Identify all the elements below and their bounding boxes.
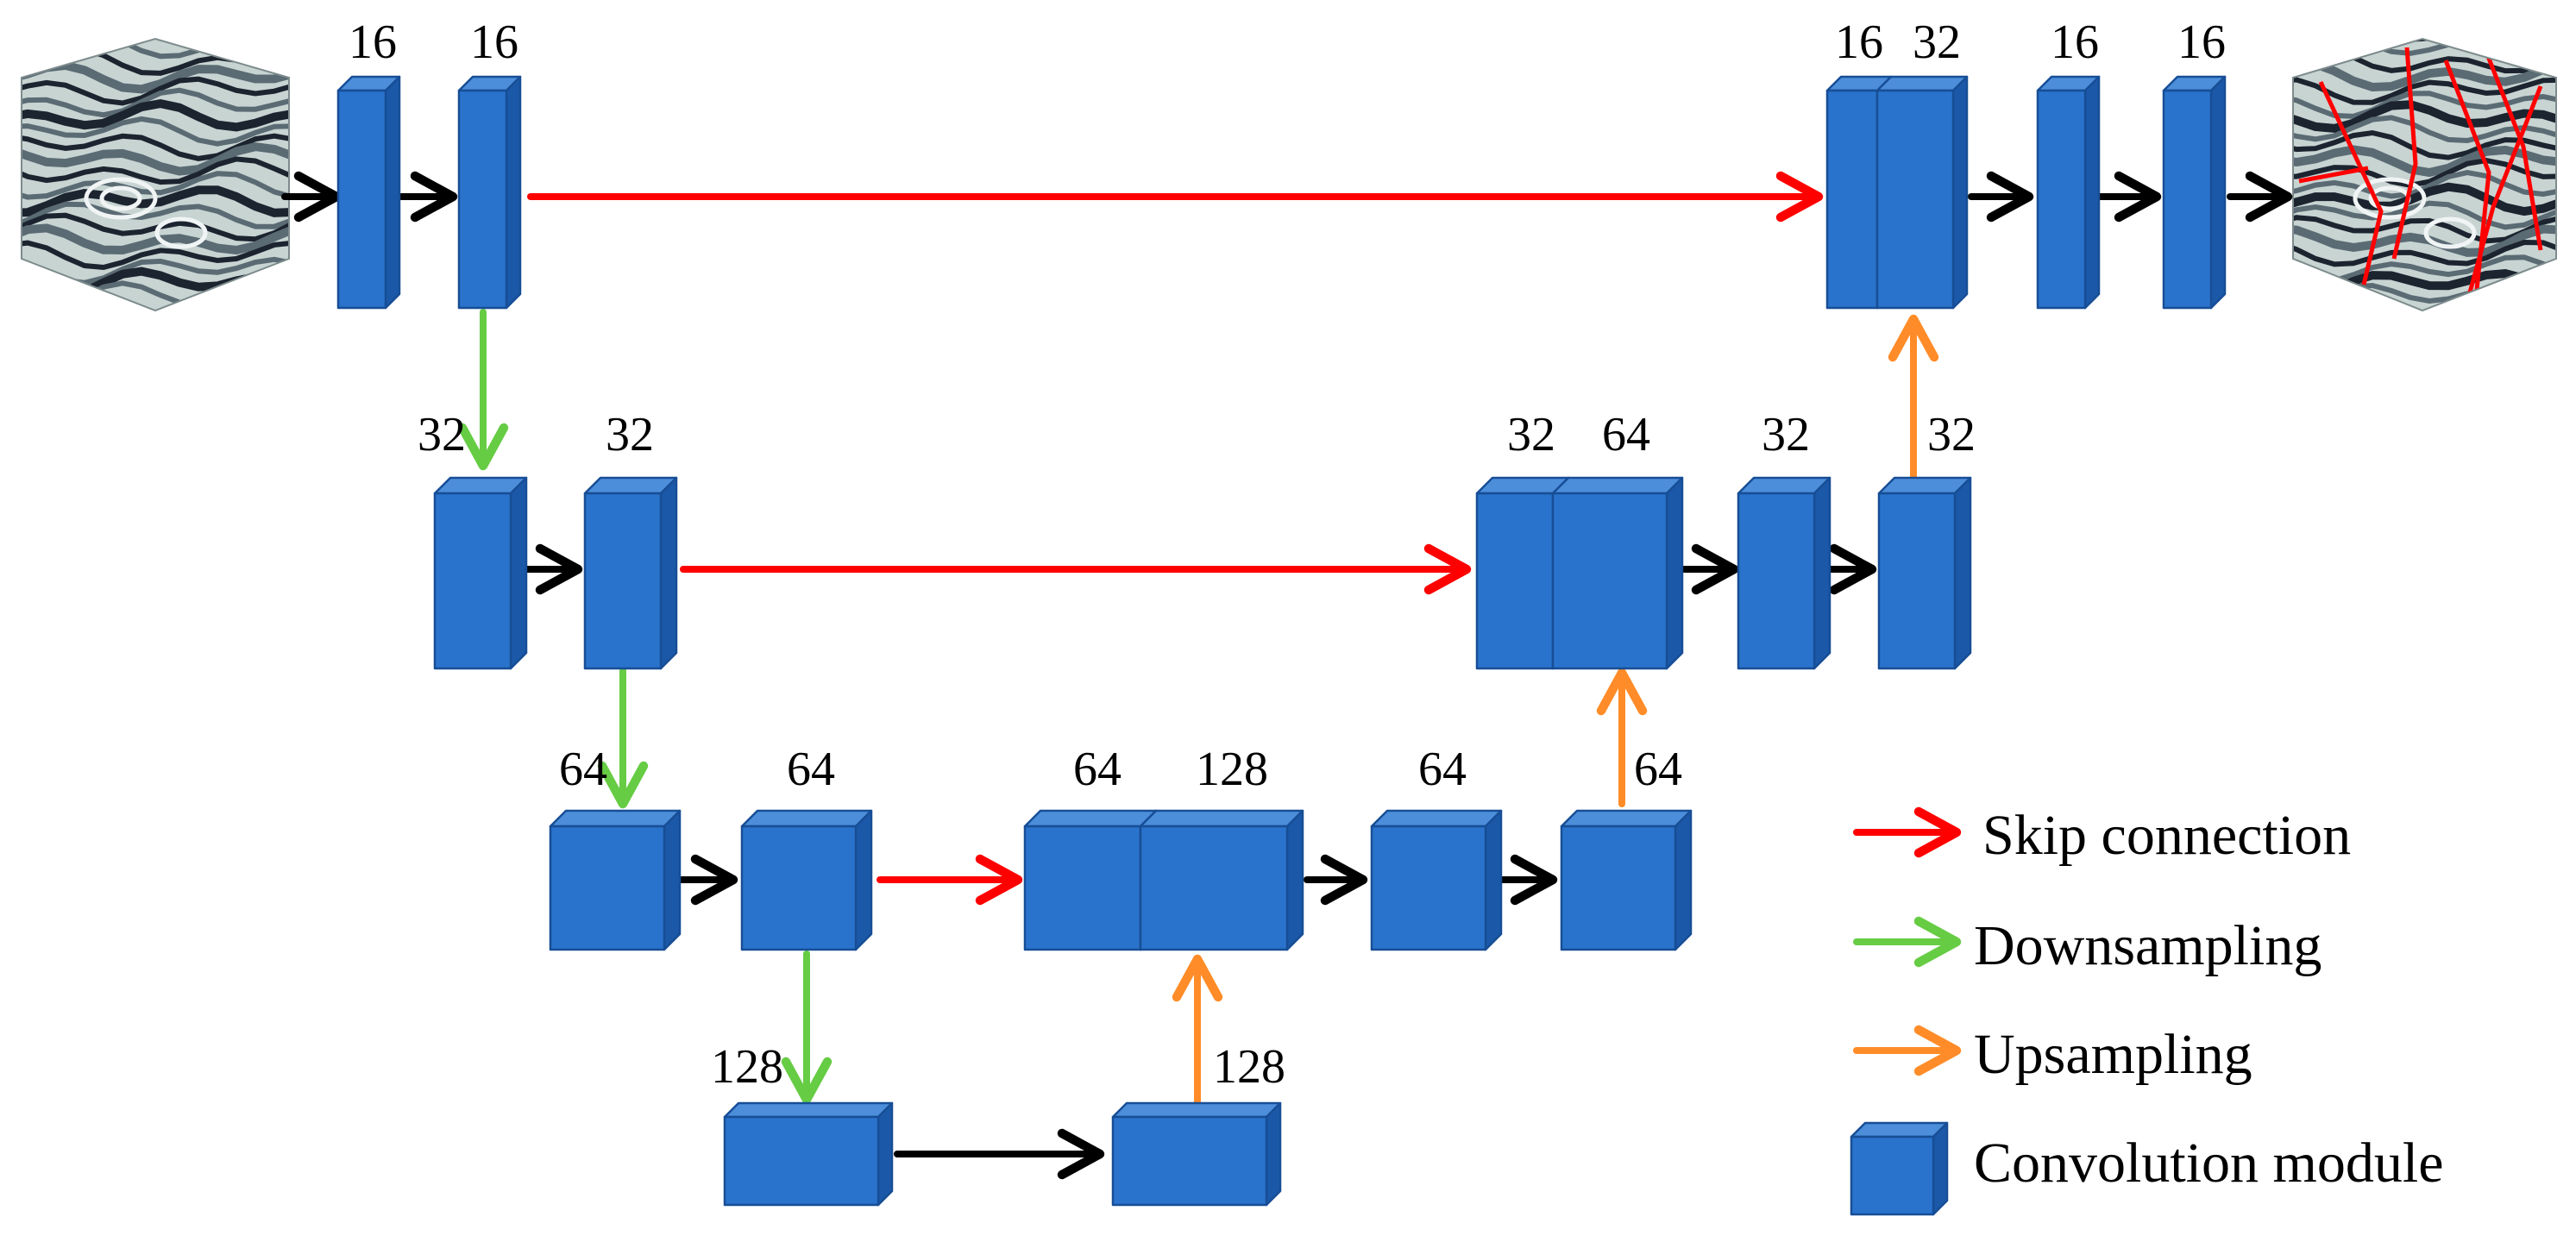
channel-label: 64: [1073, 743, 1122, 796]
convolution-block-d3c: [1370, 809, 1503, 951]
channel-label: 64: [1634, 743, 1682, 796]
convolution-block-e1a: [336, 75, 401, 310]
channel-label: 64: [1602, 408, 1650, 461]
convolution-block-d2b: [1551, 476, 1684, 670]
channel-label: 32: [1913, 16, 1961, 69]
channel-labels: 16 16 16 32 16 16 32 32 32 64 32 32 64 6…: [349, 16, 2226, 1094]
channel-label: 128: [711, 1040, 783, 1094]
channel-label: 16: [349, 16, 397, 69]
convolution-block-d2d: [1877, 476, 1972, 670]
channel-label: 32: [1927, 408, 1976, 461]
channel-label: 16: [2177, 16, 2226, 69]
arrows: [281, 171, 2293, 1180]
convolution-block-d2c: [1737, 476, 1831, 670]
channel-label: 32: [606, 408, 654, 461]
convolution-block-e3a: [549, 809, 682, 951]
legend: Skip connection Downsampling Upsampling …: [1850, 804, 2444, 1216]
channel-label: 64: [559, 743, 607, 796]
legend-down-label: Downsampling: [1974, 914, 2322, 977]
convolution-block-e2b: [583, 476, 678, 670]
convolution-block-d3b: [1139, 809, 1304, 951]
convolution-block-d1b: [1875, 75, 1969, 310]
convolution-block-e3b: [740, 809, 873, 951]
convolution-block-d1d: [2162, 75, 2227, 310]
legend-conv-label: Convolution module: [1974, 1132, 2444, 1195]
output-fault-image: [2292, 37, 2557, 312]
convolution-block-d3d: [1560, 809, 1693, 951]
convolution-block-e1b: [457, 75, 522, 310]
channel-label: 64: [787, 743, 835, 796]
legend-up-label: Upsampling: [1974, 1023, 2252, 1086]
input-seismic-image: [21, 37, 290, 312]
fault-lines: [2298, 47, 2543, 303]
convolution-block-d3a: [1023, 809, 1158, 951]
channel-label: 16: [2051, 16, 2099, 69]
channel-label: 16: [470, 16, 518, 69]
convolution-block-b4a: [723, 1101, 894, 1207]
legend-cube-icon: [1850, 1121, 1949, 1216]
legend-skip-label: Skip connection: [1982, 804, 2351, 867]
channel-label: 128: [1213, 1040, 1285, 1094]
convolution-blocks: [336, 75, 2227, 1207]
channel-label: 32: [1507, 408, 1555, 461]
convolution-block-e2a: [433, 476, 528, 670]
legend-cube-icon: [1850, 1121, 1949, 1216]
convolution-block-d1c: [2036, 75, 2101, 310]
channel-label: 128: [1196, 743, 1268, 796]
channel-label: 64: [1418, 743, 1467, 796]
channel-label: 32: [418, 408, 466, 461]
convolution-block-b4b: [1111, 1101, 1282, 1207]
channel-label: 32: [1762, 408, 1810, 461]
channel-label: 16: [1835, 16, 1883, 69]
